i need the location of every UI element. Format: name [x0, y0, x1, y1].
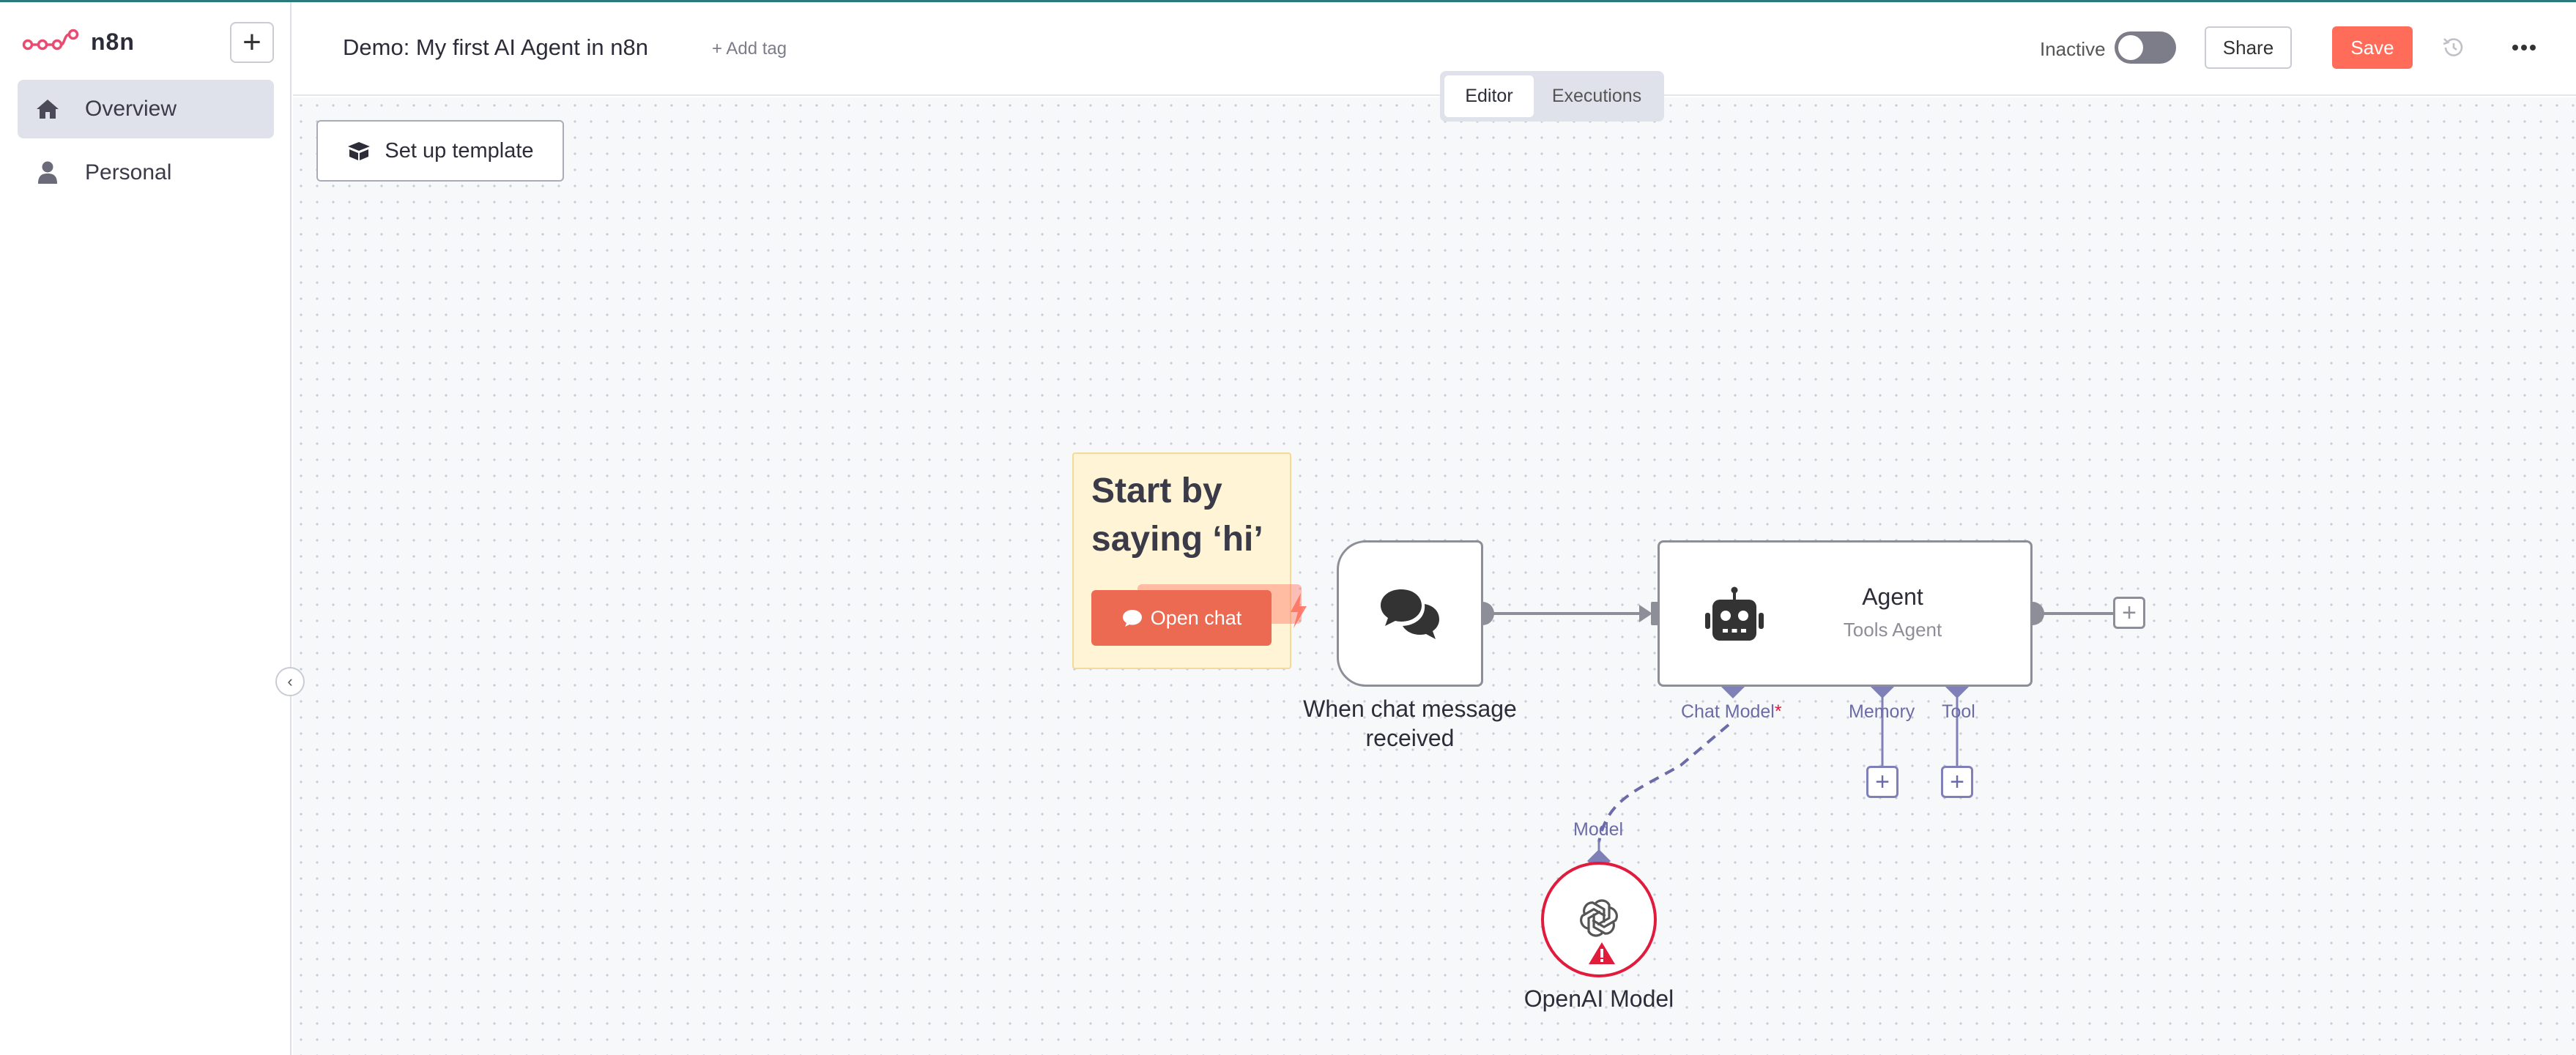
save-button[interactable]: Save: [2332, 26, 2413, 69]
workflow-title[interactable]: Demo: My first AI Agent in n8n: [343, 34, 648, 60]
top-accent-bar: [0, 0, 2576, 2]
tool-input-label: Tool: [1942, 701, 1975, 722]
chat-bubbles-icon: [1381, 589, 1439, 639]
plus-icon: +: [1950, 768, 1964, 796]
robot-icon: [1705, 586, 1764, 641]
open-chat-button[interactable]: Open chat: [1091, 590, 1272, 646]
add-memory-button[interactable]: +: [1866, 766, 1898, 798]
brand-name: n8n: [91, 28, 135, 55]
openai-icon: [1580, 899, 1618, 937]
sticky-note[interactable]: Start by saying ‘hi’ Open chat Open chat: [1072, 452, 1302, 669]
brand[interactable]: n8n: [22, 23, 135, 61]
sidebar-item-overview[interactable]: Overview: [18, 80, 274, 138]
sidebar: n8n + Overview Personal: [0, 2, 292, 1055]
collapse-sidebar-button[interactable]: ‹: [275, 667, 305, 696]
warning-icon: [1589, 942, 1615, 964]
home-icon: [35, 97, 60, 122]
sidebar-item-label: Personal: [85, 160, 172, 184]
add-next-node-button[interactable]: +: [2113, 597, 2145, 629]
open-chat-label: Open chat: [1150, 606, 1242, 629]
tab-executions[interactable]: Executions: [1551, 86, 1642, 106]
more-options-icon[interactable]: [2509, 34, 2539, 61]
openai-model-node[interactable]: [1541, 862, 1657, 977]
memory-input-label: Memory: [1849, 701, 1915, 722]
chat-trigger-node-label: When chat message received: [1303, 696, 1517, 751]
agent-node-title: Agent: [1862, 584, 1923, 610]
agent-node[interactable]: Agent Tools Agent: [1658, 540, 2033, 687]
chat-model-label-text: Chat Model: [1681, 701, 1775, 722]
tab-editor[interactable]: Editor: [1444, 75, 1534, 117]
setup-template-button[interactable]: Set up template: [316, 120, 564, 182]
required-marker: *: [1774, 701, 1782, 722]
workflow-canvas[interactable]: [293, 97, 2576, 1055]
add-tag-link[interactable]: + Add tag: [712, 39, 787, 59]
model-output-label: Model: [1573, 819, 1624, 840]
status-label: Inactive: [2040, 38, 2106, 60]
sidebar-item-label: Overview: [85, 97, 177, 121]
view-tabs: Editor Executions: [1440, 71, 1664, 122]
sticky-note-text: Start by saying ‘hi’: [1091, 471, 1263, 559]
add-tool-button[interactable]: +: [1941, 766, 1973, 798]
user-icon: [35, 160, 60, 185]
create-new-button[interactable]: +: [230, 22, 274, 63]
chat-bubble-icon: [1122, 610, 1142, 627]
chat-trigger-node[interactable]: [1337, 540, 1483, 687]
header: Demo: My first AI Agent in n8n + Add tag…: [293, 2, 2576, 96]
plus-icon: +: [2122, 599, 2137, 627]
n8n-logo-icon: [22, 29, 79, 51]
box-icon: [348, 142, 371, 160]
agent-node-subtitle: Tools Agent: [1843, 619, 1942, 641]
share-button[interactable]: Share: [2205, 26, 2292, 69]
toggle-knob: [2118, 35, 2143, 60]
openai-model-node-label: OpenAI Model: [1523, 985, 1674, 1012]
history-icon[interactable]: [2440, 34, 2467, 61]
chevron-left-icon: ‹: [287, 672, 293, 690]
lightning-icon: [1291, 593, 1307, 628]
active-toggle[interactable]: [2115, 31, 2176, 64]
sidebar-item-personal[interactable]: Personal: [18, 143, 274, 202]
plus-icon: +: [242, 24, 261, 60]
chat-model-input-label: Chat Model*: [1681, 701, 1782, 723]
plus-icon: +: [1875, 768, 1890, 796]
setup-template-label: Set up template: [385, 138, 534, 163]
